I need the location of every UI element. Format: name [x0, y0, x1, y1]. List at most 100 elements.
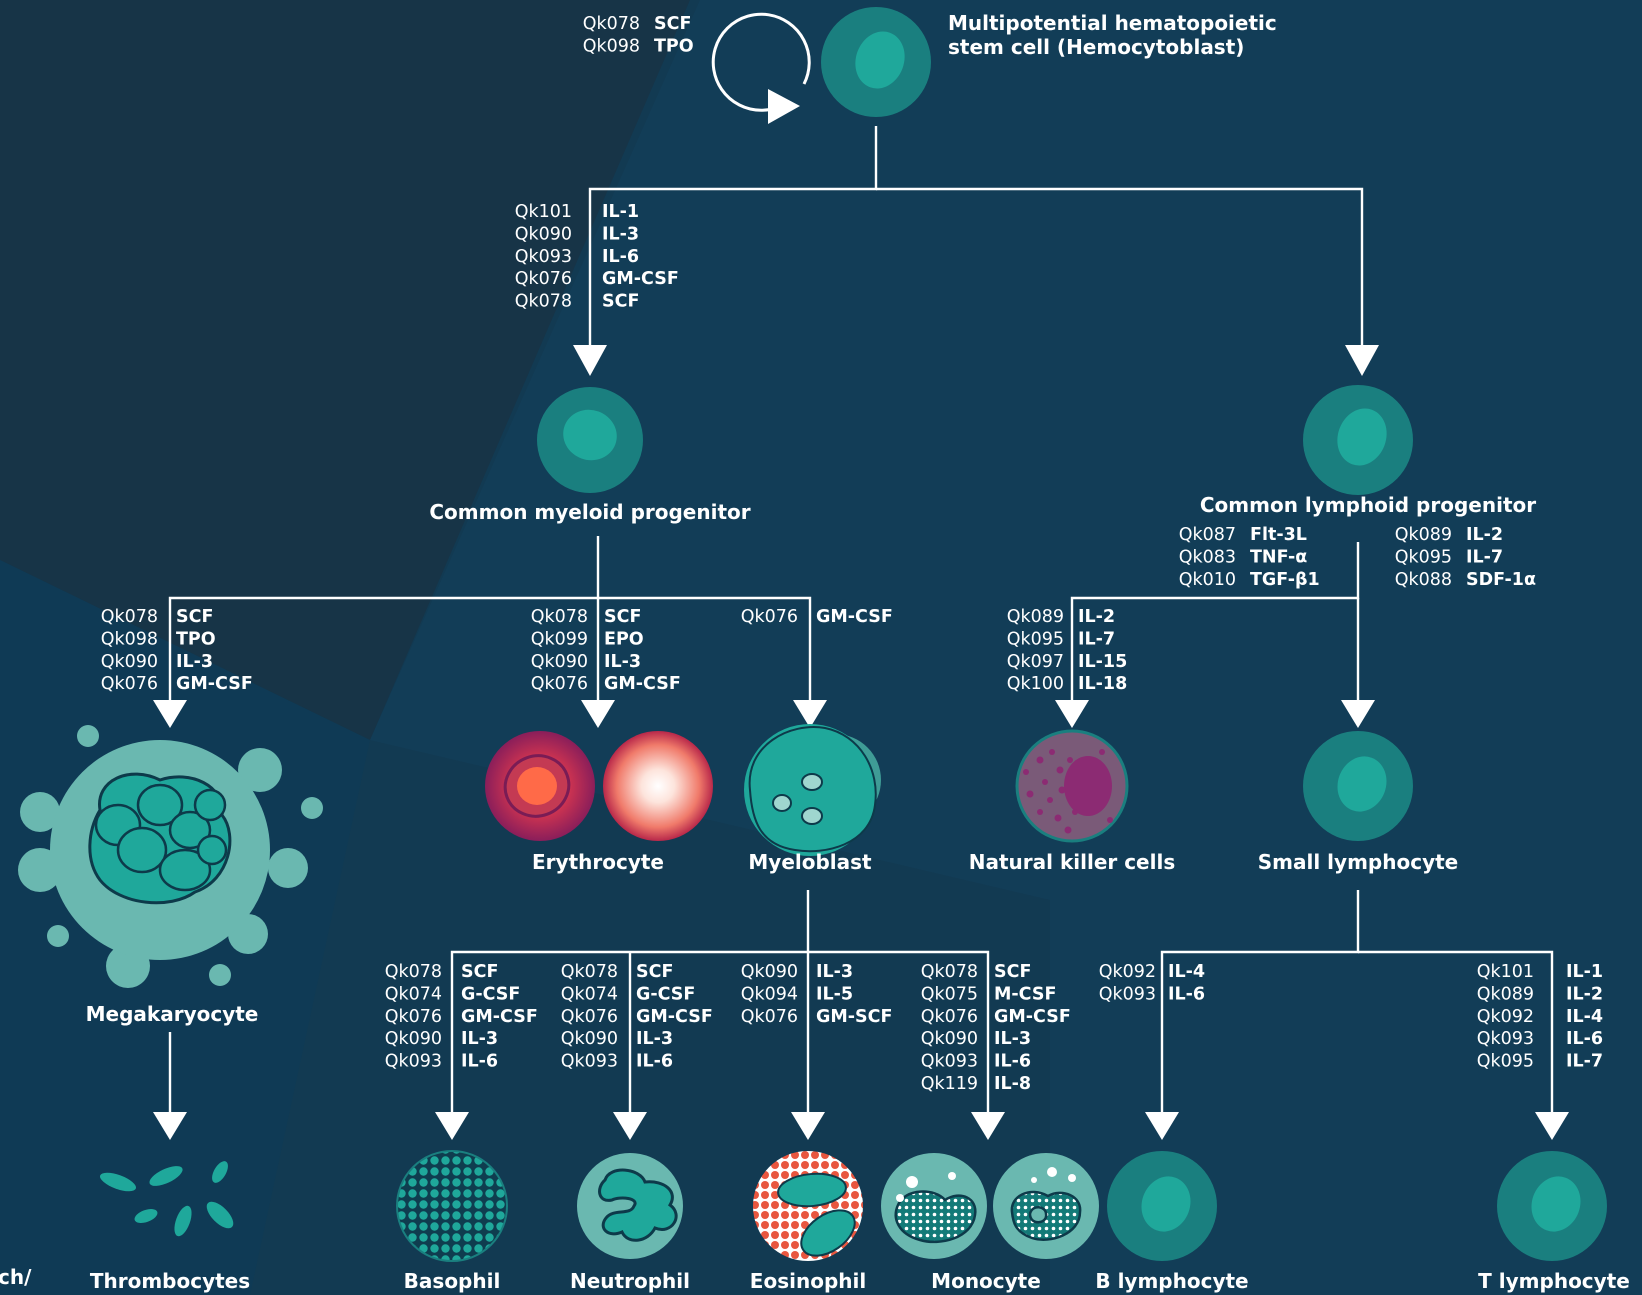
t-lymphocyte-label: T lymphocyte: [1478, 1269, 1630, 1293]
product-code: Qk076: [741, 607, 798, 627]
arrow-head: [435, 1112, 469, 1140]
arrow-head: [573, 345, 607, 376]
basophil-label: Basophil: [404, 1269, 501, 1293]
product-code: Qk076: [101, 674, 158, 694]
lymphocyte-to-b-line: [1160, 890, 1360, 1112]
lymphoid-progenitor-label: Common lymphoid progenitor: [1200, 493, 1536, 517]
factor-name: IL-15: [1078, 652, 1127, 672]
factor-name: TNF-α: [1250, 547, 1307, 567]
factor-name: IL-2: [1466, 525, 1503, 545]
product-code: Qk087: [1179, 525, 1236, 545]
connector-lines: [168, 126, 1554, 1112]
factor-name: IL-1: [602, 202, 639, 222]
factor-name: IL-8: [994, 1074, 1031, 1094]
small-lymphocyte-label: Small lymphocyte: [1258, 850, 1458, 874]
factor-name: TPO: [654, 36, 694, 56]
product-code: Qk074: [385, 984, 442, 1004]
product-code: Qk076: [385, 1007, 442, 1027]
monocyte-icon: [881, 1153, 1099, 1259]
small-lymphocyte-icon: [1303, 731, 1413, 841]
factor-name: SDF-1α: [1466, 570, 1536, 590]
myeloblast-label: Myeloblast: [748, 850, 872, 874]
factor-name: IL-7: [1078, 629, 1115, 649]
product-code: Qk078: [385, 962, 442, 982]
basophil-icon: [396, 1150, 508, 1262]
factor-name: GM-CSF: [176, 674, 253, 694]
arrow-head: [791, 1112, 825, 1140]
factor-name: GM-CSF: [816, 607, 893, 627]
product-code: Qk078: [561, 962, 618, 982]
megakaryocyte-icon: [18, 725, 323, 988]
arrow-head: [1341, 700, 1375, 728]
edge-fragment-text: ch/: [0, 1265, 32, 1289]
factor-group-to-myeloblast: Qk076 GM-CSF: [741, 607, 893, 627]
right-panel: [370, 0, 1642, 1295]
stem-cell-label-line2: stem cell (Hemocytoblast): [948, 35, 1244, 59]
factor-name: IL-7: [1566, 1052, 1603, 1072]
product-code: Qk101: [1477, 962, 1534, 982]
factor-name: IL-3: [604, 652, 641, 672]
factor-name: SCF: [461, 962, 498, 982]
stem-to-myeloid-line: [588, 126, 878, 345]
product-code: Qk078: [531, 607, 588, 627]
product-code: Qk098: [101, 629, 158, 649]
product-code: Qk090: [921, 1029, 978, 1049]
product-code: Qk095: [1395, 547, 1452, 567]
myeloid-to-myeloblast-line: [598, 596, 812, 700]
product-code: Qk076: [561, 1007, 618, 1027]
product-code: Qk090: [515, 224, 572, 244]
erythrocyte-label: Erythrocyte: [532, 850, 664, 874]
thrombocytes-label: Thrombocytes: [90, 1269, 250, 1293]
arrow-head: [153, 1112, 187, 1140]
arrow-head: [971, 1112, 1005, 1140]
factor-name: IL-18: [1078, 674, 1127, 694]
factor-name: IL-3: [816, 962, 853, 982]
factor-name: GM-CSF: [602, 269, 679, 289]
product-code: Qk092: [1477, 1007, 1534, 1027]
factor-name: TGF-β1: [1250, 570, 1320, 590]
factor-name: IL-2: [1078, 607, 1115, 627]
factor-name: G-CSF: [636, 984, 695, 1004]
product-code: Qk088: [1395, 570, 1452, 590]
factor-name: SCF: [176, 607, 213, 627]
arrow-head: [1345, 345, 1379, 376]
product-code: Qk089: [1477, 984, 1534, 1004]
arrow-head: [1145, 1112, 1179, 1140]
product-code: Qk078: [515, 292, 572, 312]
neutrophil-label: Neutrophil: [570, 1269, 690, 1293]
product-code: Qk078: [583, 14, 640, 34]
arrow-head: [613, 1112, 647, 1140]
product-code: Qk078: [921, 962, 978, 982]
arrow-head: [581, 700, 615, 728]
myeloid-to-megakaryocyte-line: [168, 536, 600, 700]
thrombocytes-icon: [99, 1161, 234, 1237]
myeloid-progenitor-label: Common myeloid progenitor: [429, 500, 750, 524]
factor-name: GM-CSF: [461, 1007, 538, 1027]
megakaryocyte-label: Megakaryocyte: [86, 1002, 259, 1026]
stem-cell-label-line1: Multipotential hematopoietic: [948, 11, 1277, 35]
t-lymphocyte-icon: [1497, 1151, 1607, 1261]
lymphoid-to-nk-line: [1070, 542, 1360, 700]
factor-name: Flt-3L: [1250, 525, 1307, 545]
factor-name: IL-4: [1168, 962, 1205, 982]
factor-name: GM-CSF: [994, 1007, 1071, 1027]
factor-name: IL-6: [1566, 1029, 1603, 1049]
eosinophil-icon: [753, 1151, 863, 1261]
factor-name: IL-6: [461, 1052, 498, 1072]
product-code: Qk100: [1007, 674, 1064, 694]
monocyte-label: Monocyte: [931, 1269, 1041, 1293]
factor-name: IL-5: [816, 984, 853, 1004]
factor-name: IL-3: [461, 1029, 498, 1049]
cell-labels: Multipotential hematopoietic stem cell (…: [0, 11, 1630, 1293]
factor-name: TPO: [176, 629, 216, 649]
myeloblast-to-monocyte-line: [808, 950, 990, 1112]
factor-name: IL-6: [636, 1052, 673, 1072]
